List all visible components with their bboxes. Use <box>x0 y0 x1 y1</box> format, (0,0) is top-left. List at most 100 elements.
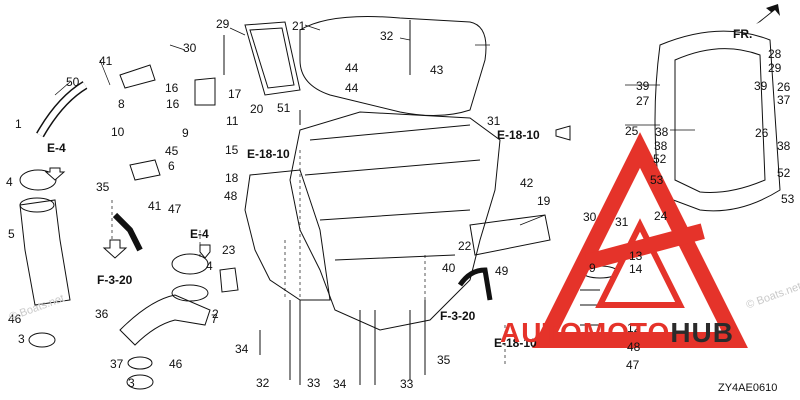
callout-28[interactable]: 28 <box>768 47 782 61</box>
callout-16[interactable]: 16 <box>166 97 180 111</box>
callout-36[interactable]: 36 <box>95 307 109 321</box>
ref-e-18-10-a[interactable]: E-18-10 <box>247 147 290 161</box>
callout-11[interactable]: 11 <box>226 114 239 128</box>
callout-48[interactable]: 48 <box>224 189 238 203</box>
callout-51[interactable]: 51 <box>277 101 291 115</box>
callout-32[interactable]: 32 <box>256 376 270 390</box>
callout-12[interactable]: 12 <box>627 321 641 335</box>
callout-44[interactable]: 44 <box>345 61 359 75</box>
callout-23[interactable]: 23 <box>222 243 236 257</box>
callout-37[interactable]: 37 <box>777 93 791 107</box>
callout-43[interactable]: 43 <box>430 63 444 77</box>
ref-e-4-b[interactable]: E-4 <box>190 227 209 241</box>
callout-7[interactable]: 7 <box>211 312 218 326</box>
callout-9[interactable]: 9 <box>589 261 596 275</box>
callout-34[interactable]: 34 <box>333 377 347 391</box>
cover-plate-22 <box>469 214 551 256</box>
brand-part-3: HUB <box>670 317 734 348</box>
callout-25[interactable]: 25 <box>625 124 639 138</box>
callout-24[interactable]: 24 <box>654 209 668 223</box>
callout-31[interactable]: 31 <box>615 215 629 229</box>
callout-17[interactable]: 17 <box>228 87 242 101</box>
callout-20[interactable]: 20 <box>250 102 264 116</box>
callout-5[interactable]: 5 <box>8 227 15 241</box>
callout-29[interactable]: 29 <box>216 17 230 31</box>
callout-26[interactable]: 26 <box>755 126 769 140</box>
callout-33[interactable]: 33 <box>400 377 414 391</box>
brand-logo-icon <box>532 132 748 348</box>
grommet-4a <box>19 169 57 191</box>
ref-f-3-20-b[interactable]: F-3-20 <box>440 309 476 323</box>
callout-45[interactable]: 45 <box>165 144 179 158</box>
gasket-21 <box>244 21 301 96</box>
callout-47[interactable]: 47 <box>626 358 640 372</box>
callout-27[interactable]: 27 <box>636 94 650 108</box>
callout-48[interactable]: 48 <box>627 340 641 354</box>
callout-8[interactable]: 8 <box>118 97 125 111</box>
callout-3[interactable]: 3 <box>18 332 25 346</box>
callout-4[interactable]: 4 <box>6 175 13 189</box>
callout-39[interactable]: 39 <box>636 79 650 93</box>
callout-34[interactable]: 34 <box>235 342 249 356</box>
callout-47[interactable]: 47 <box>168 202 182 216</box>
callout-32[interactable]: 32 <box>380 29 394 43</box>
callout-38[interactable]: 38 <box>655 125 669 139</box>
callout-31[interactable]: 31 <box>487 114 501 128</box>
callout-6[interactable]: 6 <box>168 159 175 173</box>
callout-14[interactable]: 14 <box>629 262 643 276</box>
callout-35[interactable]: 35 <box>96 180 110 194</box>
callout-46[interactable]: 46 <box>169 357 183 371</box>
callout-30[interactable]: 30 <box>583 210 597 224</box>
direction-label: FR. <box>733 27 753 41</box>
callout-9[interactable]: 9 <box>182 126 189 140</box>
callout-44[interactable]: 44 <box>345 81 359 95</box>
callout-29[interactable]: 29 <box>768 61 782 75</box>
diagram-code: ZY4AE0610 <box>718 382 778 394</box>
callout-53[interactable]: 53 <box>650 173 664 187</box>
callout-2[interactable]: 2 <box>212 307 219 321</box>
pipe-2 <box>119 294 211 346</box>
callout-16[interactable]: 16 <box>165 81 179 95</box>
callout-50[interactable]: 50 <box>66 75 80 89</box>
grommet-4b <box>171 253 209 275</box>
callout-41[interactable]: 41 <box>99 54 113 68</box>
callout-22[interactable]: 22 <box>458 239 472 253</box>
callout-3[interactable]: 3 <box>128 376 135 390</box>
ref-f-3-20-a[interactable]: F-3-20 <box>97 273 133 287</box>
callout-40[interactable]: 40 <box>442 261 456 275</box>
callout-13[interactable]: 13 <box>629 249 643 263</box>
callout-49[interactable]: 49 <box>495 264 509 278</box>
ref-e-18-10-b[interactable]: E-18-10 <box>497 128 540 142</box>
oil-pan-body <box>289 111 501 331</box>
ref-e-4-a[interactable]: E-4 <box>47 141 66 155</box>
callout-10[interactable]: 10 <box>111 125 125 139</box>
callout-19[interactable]: 19 <box>537 194 551 208</box>
callout-1[interactable]: 1 <box>15 117 22 131</box>
callout-53[interactable]: 53 <box>781 192 795 206</box>
ref-e-18-10-c[interactable]: E-18-10 <box>494 336 537 350</box>
mount-plate <box>654 30 781 212</box>
callout-15[interactable]: 15 <box>225 143 239 157</box>
callout-35[interactable]: 35 <box>437 353 451 367</box>
callout-21[interactable]: 21 <box>292 19 306 33</box>
callout-52[interactable]: 52 <box>653 152 667 166</box>
callout-33[interactable]: 33 <box>307 376 321 390</box>
callout-18[interactable]: 18 <box>225 171 239 185</box>
pipe-5 <box>19 199 71 306</box>
callout-37[interactable]: 37 <box>110 357 124 371</box>
callout-38[interactable]: 38 <box>777 139 791 153</box>
callout-4[interactable]: 4 <box>206 259 213 273</box>
callout-26[interactable]: 26 <box>777 80 791 94</box>
callout-30[interactable]: 30 <box>183 41 197 55</box>
callout-52[interactable]: 52 <box>777 166 791 180</box>
callout-42[interactable]: 42 <box>520 176 534 190</box>
direction-arrow-icon <box>756 4 780 24</box>
callout-46[interactable]: 46 <box>8 312 22 326</box>
callout-39[interactable]: 39 <box>754 79 768 93</box>
brand-wordmark: AUTOMOTOHUB <box>500 317 734 349</box>
gasket-23 <box>299 16 487 117</box>
callout-38[interactable]: 38 <box>654 139 668 153</box>
callout-41[interactable]: 41 <box>148 199 162 213</box>
